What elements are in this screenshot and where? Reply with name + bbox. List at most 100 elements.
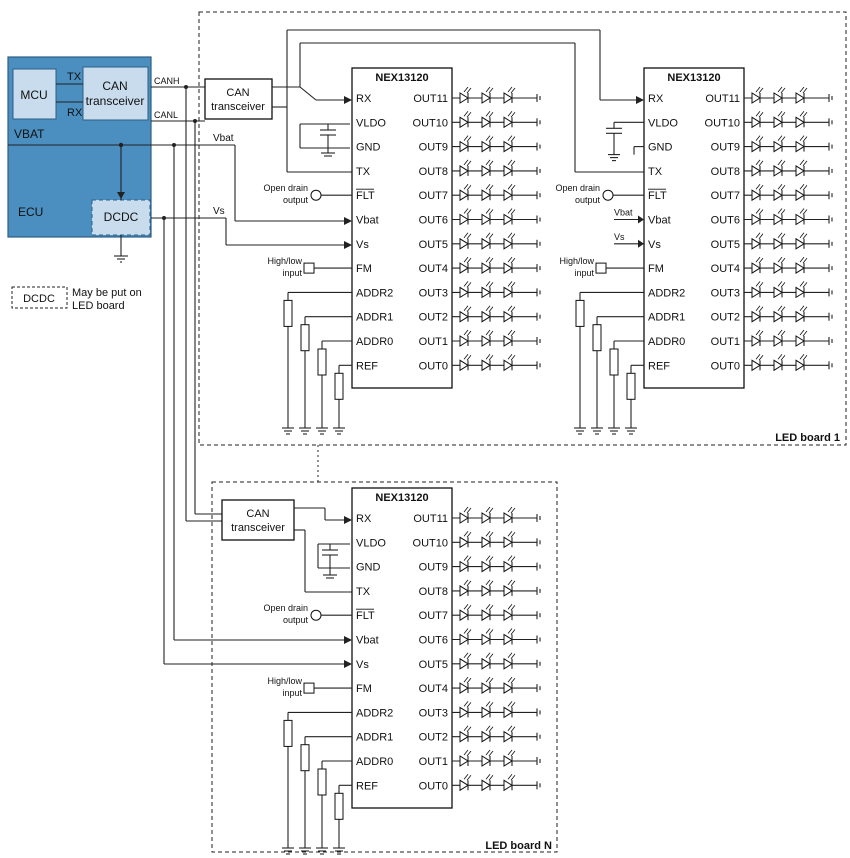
chip-left-pin: FLT <box>356 190 375 202</box>
chip-right-pin: OUT4 <box>419 263 448 275</box>
chip-right-pin: OUT2 <box>419 732 448 744</box>
chip-left-pin: REF <box>356 780 378 792</box>
chip-left-pin: FM <box>356 263 372 275</box>
chip-right-pin: OUT7 <box>419 190 448 202</box>
chip-name: NEX13120 <box>667 72 720 84</box>
legend-note-2: LED board <box>72 300 125 312</box>
chip-right-pin: OUT11 <box>413 93 448 105</box>
open-drain-label-2: output <box>283 615 309 625</box>
chip-left-pin: Vs <box>648 239 661 251</box>
chip-left-pin: RX <box>356 93 372 105</box>
open-drain-label-2: output <box>283 195 309 205</box>
highlow-input-box <box>595 262 607 274</box>
chip-right-pin: OUT0 <box>711 360 740 372</box>
legend-note-1: May be put on <box>72 287 142 299</box>
legend-dcdc-box <box>11 286 68 309</box>
chip-right-pin: OUT4 <box>419 683 448 695</box>
chip-right-pin: OUT9 <box>419 142 448 154</box>
chip-left-pin: Vbat <box>356 215 379 227</box>
chip-right-pin: OUT10 <box>413 537 448 549</box>
board1-vs-label: Vs <box>213 206 225 217</box>
highlow-input-box <box>303 682 315 694</box>
open-drain-node <box>310 189 322 201</box>
chip-left-pin: ADDR2 <box>356 287 393 299</box>
chip-left-pin: TX <box>648 166 663 178</box>
chip-left-pin: Vbat <box>356 635 379 647</box>
chip-right-pin: OUT6 <box>419 635 448 647</box>
chip-left-pin: Vbat <box>648 215 671 227</box>
chip-right-pin: OUT4 <box>711 263 740 275</box>
chip-left-pin: VLDO <box>648 117 678 129</box>
chip-name: NEX13120 <box>375 72 428 84</box>
mcu-box <box>12 68 57 120</box>
chip-right-pin: OUT3 <box>419 287 448 299</box>
chip-right-pin: OUT9 <box>419 562 448 574</box>
chip-right-pin: OUT1 <box>419 336 448 348</box>
chip-right-pin: OUT3 <box>711 287 740 299</box>
ecu-can-label-2: transceiver <box>86 94 145 108</box>
chip-left-pin: TX <box>356 586 371 598</box>
mcu-label: MCU <box>20 88 47 102</box>
chip-left-pin: VLDO <box>356 117 386 129</box>
chip-left-pin: ADDR1 <box>356 732 393 744</box>
chip-right-pin: OUT5 <box>419 239 448 251</box>
highlow-label-2: input <box>574 268 594 278</box>
chip-body <box>351 487 453 809</box>
open-drain-label-1: Open drain <box>555 183 600 193</box>
highlow-input-box <box>303 262 315 274</box>
chip-right-pin: OUT10 <box>413 117 448 129</box>
highlow-label-2: input <box>282 688 302 698</box>
chip-left-pin: FM <box>356 683 372 695</box>
chip-left-pin: ADDR1 <box>648 312 685 324</box>
chip-right-pin: OUT10 <box>705 117 740 129</box>
chip-left-pin: ADDR2 <box>648 287 685 299</box>
chip-right-pin: OUT1 <box>711 336 740 348</box>
chip-left-pin: FLT <box>356 610 375 622</box>
board1-vbat-label: Vbat <box>213 133 234 144</box>
ecu-can-label: CAN <box>102 79 127 93</box>
canh-label: CANH <box>154 76 180 86</box>
chip-right-pin: OUT8 <box>419 586 448 598</box>
chip-right-pin: OUT11 <box>413 513 448 525</box>
chip-left-pin: REF <box>648 360 670 372</box>
chip-right-pin: OUT0 <box>419 360 448 372</box>
chip-left-pin: ADDR0 <box>356 756 393 768</box>
chip-right-pin: OUT6 <box>711 215 740 227</box>
board1-chip-2: NEX13120RXVLDOGNDTXFLTVbatVsFMADDR2ADDR1… <box>555 67 833 435</box>
chip-right-pin: OUT5 <box>419 659 448 671</box>
chip-right-pin: OUT6 <box>419 215 448 227</box>
chip-left-pin: RX <box>648 93 664 105</box>
dcdc-legend: DCDC May be put on LED board <box>11 286 142 312</box>
chip-left-pin: ADDR0 <box>648 336 685 348</box>
chip-right-pin: OUT8 <box>419 166 448 178</box>
board1-can-label-1: CAN <box>226 87 249 99</box>
open-drain-node <box>602 189 614 201</box>
chip-vbat-label: Vbat <box>614 208 633 218</box>
chip-right-pin: OUT5 <box>711 239 740 251</box>
chip-right-pin: OUT0 <box>419 780 448 792</box>
rx-label: RX <box>67 107 83 119</box>
boardN-can-label-1: CAN <box>246 508 269 520</box>
open-drain-label-2: output <box>575 195 601 205</box>
chip-left-pin: ADDR0 <box>356 336 393 348</box>
ecu-can-box <box>82 66 149 121</box>
chip-right-pin: OUT2 <box>711 312 740 324</box>
led-board-1-frame <box>198 11 847 446</box>
ecu-block: MCU CAN transceiver TX RX VBAT ECU DCDC … <box>7 56 180 263</box>
chip-left-pin: REF <box>356 360 378 372</box>
chip-left-pin: Vs <box>356 659 369 671</box>
board1-can-label-2: transceiver <box>211 101 265 113</box>
chip-right-pin: OUT7 <box>419 610 448 622</box>
chip-left-pin: Vs <box>356 239 369 251</box>
boardN-chip-1: NEX13120RXVLDOGNDTXFLTVbatVsFMADDR2ADDR1… <box>263 487 541 855</box>
dcdc-label: DCDC <box>104 210 139 224</box>
chip-right-pin: OUT11 <box>705 93 740 105</box>
highlow-label-2: input <box>282 268 302 278</box>
chip-right-pin: OUT8 <box>711 166 740 178</box>
led-board-1-label: LED board 1 <box>775 432 840 444</box>
chip-name: NEX13120 <box>375 492 428 504</box>
chip-body <box>351 67 453 389</box>
open-drain-label-1: Open drain <box>263 183 308 193</box>
open-drain-node <box>310 609 322 621</box>
chip-left-pin: GND <box>648 142 673 154</box>
